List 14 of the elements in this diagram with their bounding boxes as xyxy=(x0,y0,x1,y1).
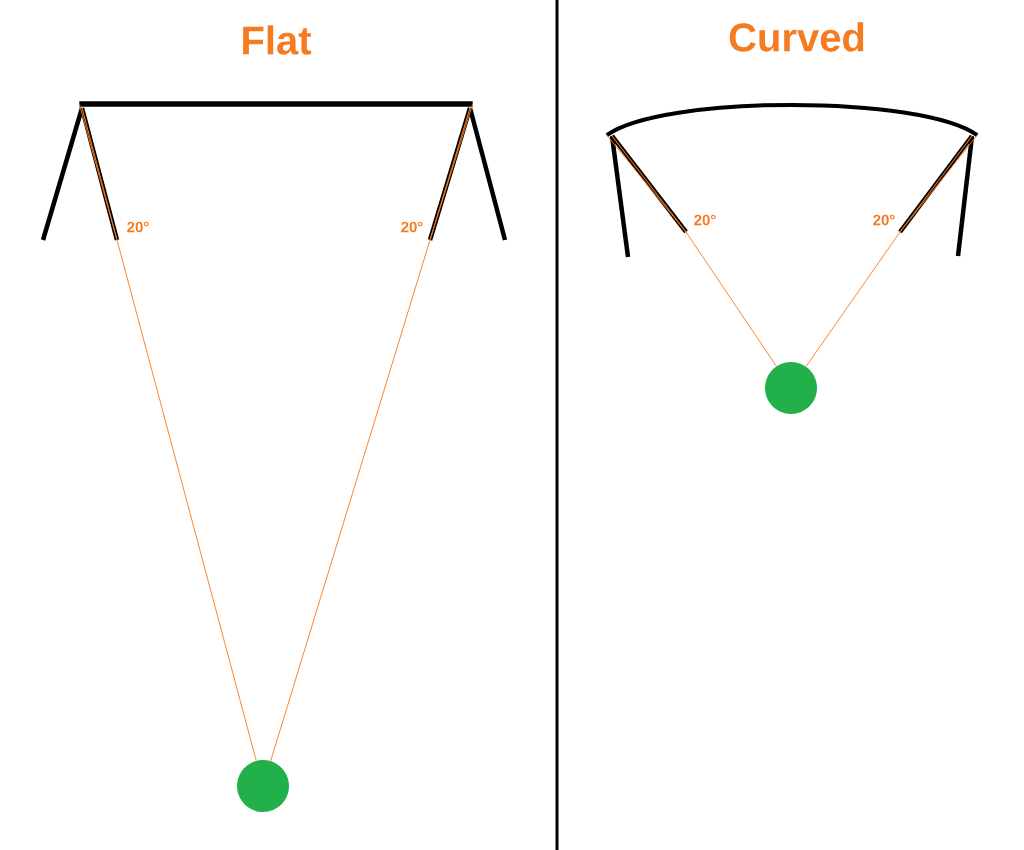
panel-title: Flat xyxy=(243,25,312,55)
curved-screen xyxy=(605,102,979,137)
angle-label: 20° xyxy=(401,221,423,233)
screen xyxy=(79,101,473,107)
viewer xyxy=(765,362,817,414)
sight-line xyxy=(78,103,257,762)
angle-label: 20° xyxy=(694,214,716,226)
panel-title: Curved xyxy=(729,22,864,52)
sight-line xyxy=(805,134,978,367)
sight-line xyxy=(270,103,474,762)
sight-line xyxy=(606,134,777,367)
angle-label: 20° xyxy=(127,221,149,233)
viewer xyxy=(237,760,289,812)
angle-label: 20° xyxy=(873,214,895,226)
